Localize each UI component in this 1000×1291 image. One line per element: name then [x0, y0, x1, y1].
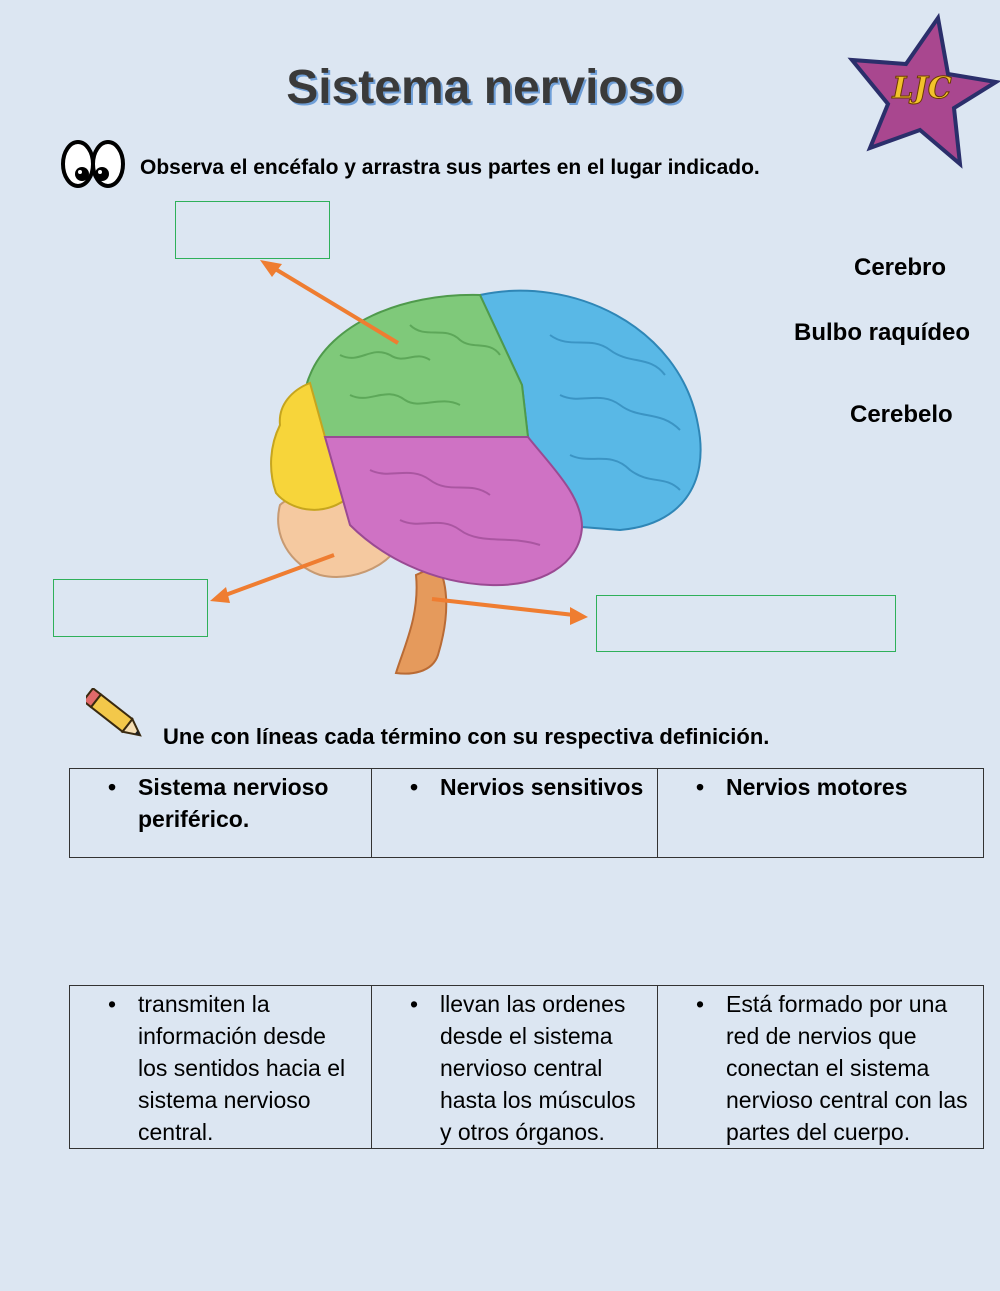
- drag-word-cerebro[interactable]: Cerebro: [854, 254, 947, 281]
- term-text: Sistema nervioso periférico.: [138, 774, 329, 832]
- instruction-match: Une con líneas cada término con su respe…: [163, 724, 770, 749]
- term-cell[interactable]: • Nervios motores: [657, 768, 984, 858]
- definition-text: llevan las ordenes desde el sistema nerv…: [440, 991, 636, 1145]
- drop-zone-bulbo-raquideo[interactable]: [596, 595, 896, 652]
- definition-cell[interactable]: • Está formado por una red de nervios qu…: [657, 985, 984, 1149]
- logo-text: LJC: [891, 71, 951, 106]
- instruction-drag: Observa el encéfalo y arrastra sus parte…: [140, 156, 760, 179]
- term-cell[interactable]: • Nervios sensitivos: [371, 768, 658, 858]
- brain-diagram: [210, 260, 702, 675]
- page-title: Sistema nervioso: [286, 61, 684, 114]
- pencil-icon: [86, 688, 142, 737]
- definitions-table: • transmiten la información desde los se…: [69, 985, 984, 1149]
- drag-word-cerebelo[interactable]: Cerebelo: [850, 401, 953, 428]
- drop-zone-cerebelo[interactable]: [53, 579, 208, 637]
- definition-text: transmiten la información desde los sent…: [138, 991, 346, 1145]
- drop-zone-cerebro[interactable]: [175, 201, 330, 259]
- definition-cell[interactable]: • transmiten la información desde los se…: [69, 985, 372, 1149]
- definition-text: Está formado por una red de nervios que …: [726, 991, 968, 1145]
- ljc-star-logo: LJC: [847, 12, 1000, 169]
- drag-word-bulbo-raquideo[interactable]: Bulbo raquídeo: [794, 319, 970, 346]
- bullet: •: [410, 991, 419, 1017]
- term-text: Nervios sensitivos: [440, 774, 644, 800]
- bullet: •: [108, 774, 117, 800]
- bullet: •: [696, 774, 705, 800]
- eyes-icon: [61, 140, 125, 188]
- terms-table: • Sistema nervioso periférico. • Nervios…: [69, 768, 984, 858]
- term-cell[interactable]: • Sistema nervioso periférico.: [69, 768, 372, 858]
- bullet: •: [108, 991, 117, 1017]
- bullet: •: [410, 774, 419, 800]
- term-text: Nervios motores: [726, 774, 908, 800]
- definition-cell[interactable]: • llevan las ordenes desde el sistema ne…: [371, 985, 658, 1149]
- bullet: •: [696, 991, 705, 1017]
